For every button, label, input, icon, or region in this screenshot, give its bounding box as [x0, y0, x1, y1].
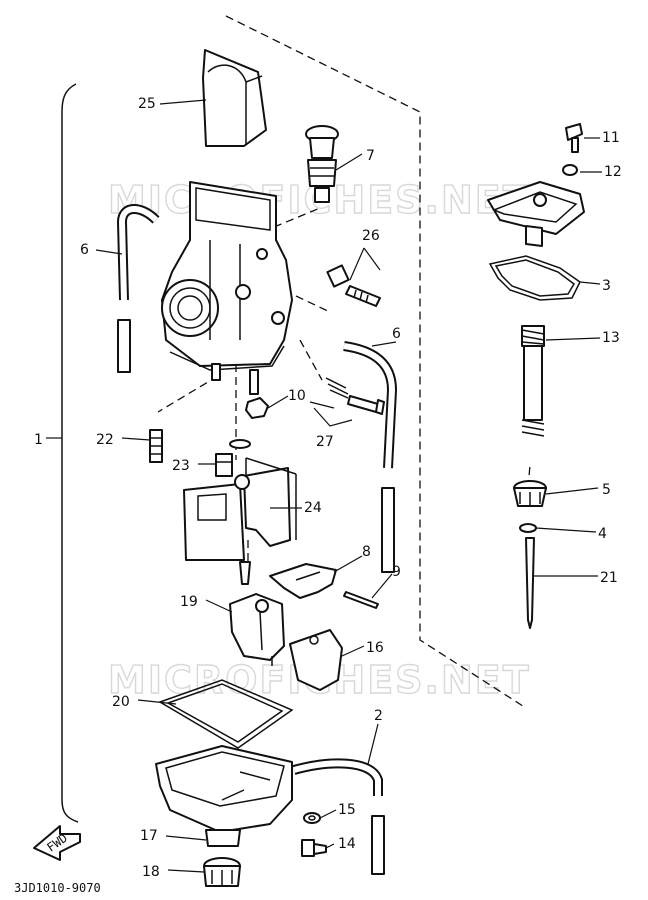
callout-4: 4	[598, 526, 607, 542]
callout-19: 19	[180, 594, 198, 610]
callout-21: 21	[600, 570, 618, 586]
part-7-starter-plunger	[305, 125, 339, 203]
callout-12: 12	[604, 164, 622, 180]
float-bowl	[155, 745, 293, 847]
callout-5: 5	[602, 482, 611, 498]
part-25-cap-sleeve	[202, 49, 267, 147]
part-15-washer	[303, 812, 321, 824]
callout-20: 20	[112, 694, 130, 710]
callout-18: 18	[142, 864, 160, 880]
assembly-bracket	[61, 83, 79, 823]
part-12-washer	[562, 164, 578, 176]
part-2-drain-hose	[292, 758, 385, 875]
part-16-accelerator-cover	[289, 629, 343, 691]
leader-lines	[46, 99, 602, 873]
part-3-cap-gasket	[488, 255, 581, 301]
part-11-screw	[565, 123, 583, 153]
callout-15: 15	[338, 802, 356, 818]
part-10-nut	[245, 397, 269, 419]
part-27-pilot-air-screw	[325, 377, 385, 415]
callout-27: 27	[316, 434, 334, 450]
callout-2: 2	[374, 708, 383, 724]
part-14-screw	[301, 839, 327, 857]
carburetor-body	[161, 181, 293, 395]
callout-26: 26	[362, 228, 380, 244]
part-23-main-jet	[215, 439, 251, 477]
part-4-needle-clip	[519, 523, 537, 533]
callout-3: 3	[602, 278, 611, 294]
callout-16: 16	[366, 640, 384, 656]
callouts: 25 7 6 26 6 10 27 1 22 23 24 8 9 19 16 2…	[34, 96, 622, 880]
part-13-throttle-spring	[521, 325, 545, 437]
part-26-throttle-stop-screw	[326, 264, 381, 307]
part-5-needle-holder	[513, 480, 547, 507]
part-21-jet-needle	[525, 537, 535, 629]
callout-24: 24	[304, 500, 322, 516]
callout-17: 17	[140, 828, 158, 844]
part-19-needle-valve-seat	[229, 593, 285, 666]
callout-10: 10	[288, 388, 306, 404]
top-cap	[487, 181, 585, 247]
part-6-overflow-hose-right	[343, 341, 398, 573]
callout-1: 1	[34, 432, 43, 448]
part-24-float	[183, 457, 297, 585]
part-9-float-pin	[343, 591, 379, 609]
callout-23: 23	[172, 458, 190, 474]
fwd-arrow-icon: FWD	[33, 825, 81, 861]
callout-6-right: 6	[392, 326, 401, 342]
callout-9: 9	[392, 564, 401, 580]
callout-8: 8	[362, 544, 371, 560]
callout-13: 13	[602, 330, 620, 346]
part-20-float-chamber-gasket	[158, 679, 294, 749]
diagram-code: 3JD1010-9070	[14, 881, 101, 895]
part-18-drain-plug	[203, 857, 241, 887]
callout-11: 11	[602, 130, 620, 146]
callout-25: 25	[138, 96, 156, 112]
part-8-float-pin-plate	[269, 563, 337, 599]
callout-14: 14	[338, 836, 356, 852]
part-6-vent-hose-left	[116, 204, 160, 373]
callout-7: 7	[366, 148, 375, 164]
part-22-pilot-jet	[149, 429, 163, 463]
callout-22: 22	[96, 432, 114, 448]
callout-6-left: 6	[80, 242, 89, 258]
